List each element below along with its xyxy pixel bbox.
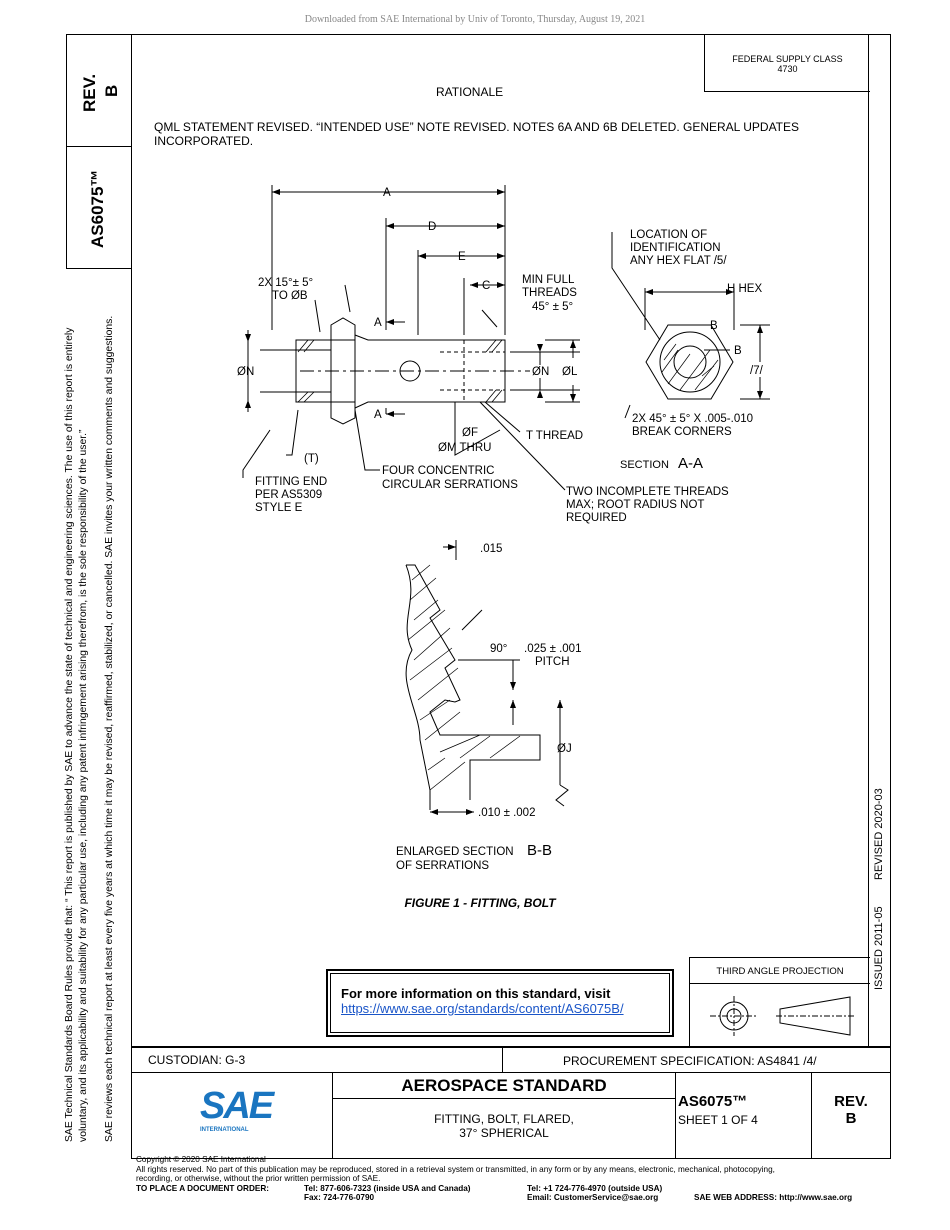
dim-010: .010 ± .002	[478, 807, 535, 819]
sheet-number: SHEET 1 OF 4	[678, 1113, 758, 1127]
download-note: Downloaded from SAE International by Uni…	[304, 14, 646, 25]
fax: Fax: 724-776-0790	[304, 1192, 375, 1202]
federal-supply-value: 4730	[777, 64, 798, 74]
info-box: For more information on this standard, v…	[326, 969, 674, 1037]
note-7: /7/	[750, 365, 764, 377]
enlarged-section-1: ENLARGED SECTION	[396, 846, 514, 858]
phi-f: ØF	[462, 427, 478, 439]
rights-1: All rights reserved. No part of this pub…	[136, 1164, 775, 1174]
min-threads-3: 45° ± 5°	[532, 301, 573, 313]
federal-supply-box: FEDERAL SUPPLY CLASS 4730	[704, 34, 870, 92]
copyright-footer: Copyright © 2020 SAE International All r…	[136, 1155, 906, 1204]
part-title-2: 37° SPHERICAL	[459, 1126, 549, 1140]
b-label-1: B	[710, 320, 718, 332]
location-3: ANY HEX FLAT /5/	[630, 255, 727, 267]
doc-number: AS6075™	[678, 1093, 748, 1110]
section-bb-label: B-B	[527, 842, 552, 859]
angle-90: 90°	[490, 643, 507, 655]
tel-outside: Tel: +1 724-776-4970 (outside USA)	[527, 1183, 663, 1193]
section-aa-prefix: SECTION	[620, 459, 669, 471]
fitting-end-3: STYLE E	[255, 502, 303, 514]
h-hex: H HEX	[727, 283, 762, 295]
order-label: TO PLACE A DOCUMENT ORDER:	[136, 1183, 269, 1193]
phi-n-right: ØN	[532, 366, 549, 378]
rationale-text: QML STATEMENT REVISED. “INTENDED USE” NO…	[154, 120, 800, 148]
fitting-end-2: PER AS5309	[255, 489, 322, 501]
phi-j: ØJ	[557, 743, 572, 755]
sae-logo: SAE	[200, 1085, 274, 1127]
projection-label: THIRD ANGLE PROJECTION	[690, 958, 870, 984]
rev-label: REV.	[834, 1093, 868, 1110]
part-title-1: FITTING, BOLT, FLARED,	[434, 1112, 574, 1126]
pitch-2: PITCH	[535, 656, 570, 668]
section-a-bottom: A	[374, 409, 382, 421]
section-aa-label: A-A	[678, 455, 703, 472]
min-threads-1: MIN FULL	[522, 274, 575, 286]
phi-n-left: ØN	[237, 366, 254, 378]
incomplete-threads-2: MAX; ROOT RADIUS NOT	[566, 499, 704, 511]
left-rev-box	[66, 34, 131, 147]
dim-a: A	[383, 187, 391, 199]
serrations-1: FOUR CONCENTRIC	[382, 465, 494, 477]
b-label-2: B	[734, 345, 742, 357]
dim-e: E	[458, 251, 466, 263]
projection-symbol-icon	[710, 996, 855, 1036]
tel-usa: Tel: 877-606-7323 (inside USA and Canada…	[304, 1183, 471, 1193]
t-paren: (T)	[304, 453, 319, 465]
chamfer-note-2: TO ØB	[272, 290, 308, 302]
pitch-1: .025 ± .001	[524, 643, 581, 655]
standard-link[interactable]: https://www.sae.org/standards/content/AS…	[341, 1001, 624, 1016]
custodian-cell: CUSTODIAN: G-3	[131, 1047, 503, 1073]
break-corners-2: BREAK CORNERS	[632, 426, 732, 438]
serrations-2: CIRCULAR SERRATIONS	[382, 479, 518, 491]
dim-c: C	[482, 280, 490, 292]
rev-cell: REV. B	[811, 1072, 891, 1159]
copyright: Copyright © 2020 SAE International	[136, 1155, 266, 1164]
incomplete-threads-3: REQUIRED	[566, 512, 627, 524]
title-cell: AEROSPACE STANDARD FITTING, BOLT, FLARED…	[332, 1072, 676, 1159]
sae-logo-sub: INTERNATIONAL	[200, 1127, 249, 1133]
enlarged-section-2: OF SERRATIONS	[396, 860, 489, 872]
phi-l: ØL	[562, 366, 578, 378]
rights-2: recording, or otherwise, without the pri…	[136, 1174, 381, 1183]
doc-number-cell: AS6075™ SHEET 1 OF 4	[675, 1072, 812, 1159]
drawing-frame	[131, 34, 891, 1047]
right-date-strip	[868, 34, 891, 1047]
federal-supply-label: FEDERAL SUPPLY CLASS	[732, 54, 843, 64]
third-angle-projection-box: THIRD ANGLE PROJECTION	[689, 957, 870, 1047]
info-heading: For more information on this standard, v…	[341, 986, 611, 1001]
location-1: LOCATION OF	[630, 229, 707, 241]
chamfer-note-1: 2X 15°± 5°	[258, 277, 313, 289]
logo-cell: SAE INTERNATIONAL	[131, 1072, 333, 1159]
dim-015: .015	[480, 543, 502, 555]
figure-caption: FIGURE 1 - FITTING, BOLT	[404, 896, 556, 910]
fitting-end-1: FITTING END	[255, 476, 327, 488]
standard-title: AEROSPACE STANDARD	[333, 1073, 675, 1099]
rationale-title: RATIONALE	[436, 85, 504, 99]
min-threads-2: THREADS	[522, 287, 577, 299]
location-2: IDENTIFICATION	[630, 242, 721, 254]
break-corners-1: 2X 45° ± 5° X .005-.010	[632, 413, 753, 425]
web-address: SAE WEB ADDRESS: http://www.sae.org	[694, 1192, 853, 1202]
phi-m-thru: ØM THRU	[438, 442, 491, 454]
procurement-cell: PROCUREMENT SPECIFICATION: AS4841 /4/	[502, 1047, 891, 1073]
rev-value: B	[845, 1110, 857, 1127]
incomplete-threads-1: TWO INCOMPLETE THREADS	[566, 486, 729, 498]
t-thread: T THREAD	[526, 430, 583, 442]
left-title-strip	[66, 34, 131, 269]
email: Email: CustomerService@sae.org	[527, 1192, 659, 1202]
title-block: CUSTODIAN: G-3 PROCUREMENT SPECIFICATION…	[131, 1047, 891, 1159]
dim-d: D	[428, 221, 436, 233]
section-a-top: A	[374, 317, 382, 329]
